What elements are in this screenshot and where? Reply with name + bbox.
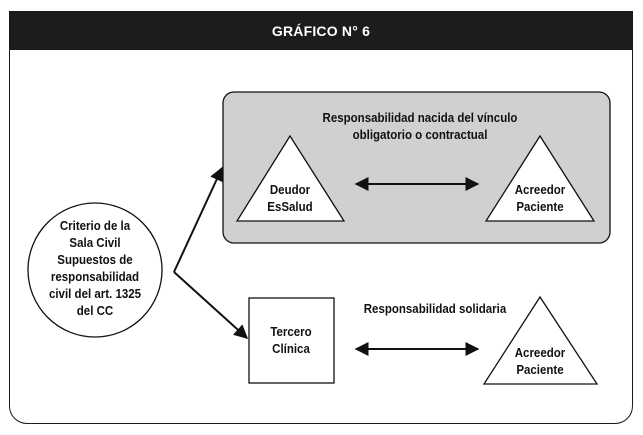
arrow-to-contractual [173, 166, 224, 273]
acreedor-bottom-label: Acreedor Paciente [514, 346, 566, 377]
acreedor-top-label: Acreedor Paciente [514, 183, 566, 214]
acreedor-top-triangle [484, 134, 596, 222]
arrow-to-tercero [173, 271, 249, 339]
figure-title: GRÁFICO N° 6 [10, 12, 632, 50]
deudor-triangle [235, 134, 346, 222]
solidaria-label: Responsabilidad solidaria [363, 302, 507, 316]
contractual-box-title: Responsabilidad nacida del vínculo oblig… [322, 111, 518, 142]
tercero-label: Tercero Clínica [270, 325, 312, 356]
criterio-circle [27, 202, 163, 338]
acreedor-bottom-triangle [482, 295, 599, 385]
deudor-label: Deudor EsSalud [267, 183, 313, 214]
tercero-box [248, 297, 335, 384]
criterio-label: Criterio de la Sala Civil Supuestos de r… [48, 219, 142, 318]
